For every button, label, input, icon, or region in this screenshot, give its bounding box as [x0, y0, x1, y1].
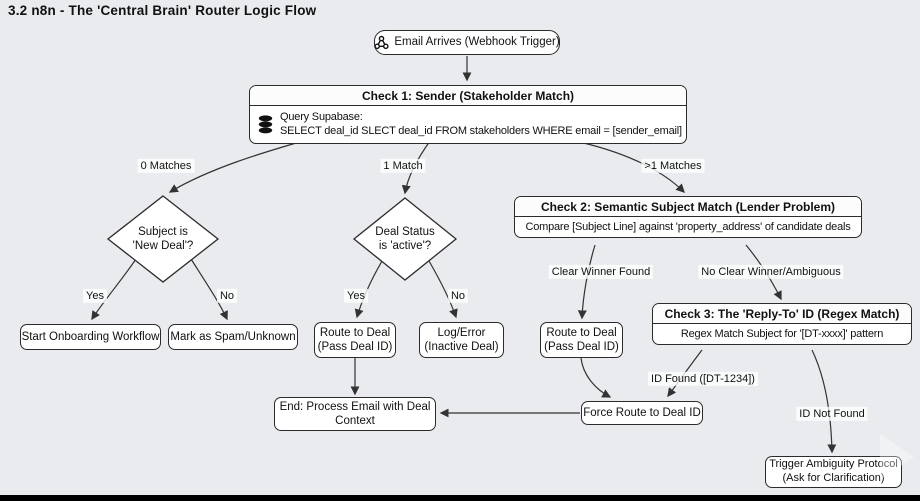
edge-check2-route — [577, 244, 596, 320]
node-route-to-deal-right: Route to Deal (Pass Deal ID) — [540, 322, 623, 358]
edge-check1-check2 — [574, 140, 685, 193]
edge-subject-no — [190, 258, 228, 321]
node-label: (Ask for Clarification) — [782, 472, 885, 484]
node-label: Trigger Ambiguity Protocol — [769, 458, 898, 471]
node-label: Start Onboarding Workflow — [21, 330, 160, 343]
decision-text: Deal Status — [375, 225, 435, 238]
edge-label-yes-left: Yes — [83, 288, 107, 304]
check1-title: Check 1: Sender (Stakeholder Match) — [250, 86, 686, 106]
node-subject-decision: Subject is 'New Deal'? — [106, 195, 220, 283]
edge-check3-ambiguity — [811, 349, 837, 454]
check3-body: Regex Match Subject for '[DT-xxxx]' patt… — [680, 328, 884, 340]
decision-text: Subject is — [138, 225, 188, 238]
node-email-arrives: Email Arrives (Webhook Trigger) — [374, 30, 560, 55]
watermark-play-icon — [880, 434, 914, 480]
bottom-letterbox-bar — [0, 495, 920, 501]
edge-subject-yes — [91, 258, 137, 321]
node-label: Context — [335, 415, 375, 427]
node-start-onboarding: Start Onboarding Workflow — [20, 324, 161, 350]
node-mark-spam: Mark as Spam/Unknown — [168, 324, 298, 350]
node-end-process: End: Process Email with Deal Context — [274, 397, 436, 431]
decision-text: is 'active'? — [378, 240, 432, 252]
check1-body-line1: Query Supabase: — [280, 111, 363, 123]
edge-label-multi-matches: >1 Matches — [641, 158, 705, 174]
edge-label-id-not-found: ID Not Found — [796, 406, 868, 422]
node-label: Route to Deal — [546, 326, 617, 339]
edge-check1-subject — [168, 140, 304, 193]
node-label: Log/Error — [437, 326, 486, 339]
edge-label-clear-winner: Clear Winner Found — [548, 264, 654, 280]
node-label: Route to Deal — [319, 326, 391, 339]
edge-label-id-found: ID Found ([DT-1234]) — [648, 371, 758, 387]
edge-label-no-clear-winner: No Clear Winner/Ambiguous — [698, 264, 844, 280]
edge-label-no-mid: No — [447, 288, 469, 304]
check1-body-line2: SELECT deal_id SLECT deal_id FROM stakeh… — [280, 125, 682, 138]
node-check2: Check 2: Semantic Subject Match (Lender … — [514, 196, 862, 238]
node-label: Mark as Spam/Unknown — [170, 330, 296, 343]
node-force-route: Force Route to Deal ID — [581, 401, 703, 425]
node-label: Force Route to Deal ID — [583, 406, 701, 419]
node-label: End: Process Email with Deal — [279, 400, 431, 413]
edge-route-force — [580, 357, 612, 398]
database-icon — [258, 115, 273, 134]
edge-status-no — [428, 260, 458, 319]
check2-body: Compare [Subject Line] against 'property… — [525, 221, 851, 233]
node-status-decision: Deal Status is 'active'? — [352, 197, 458, 281]
edge-label-zero-matches: 0 Matches — [137, 158, 195, 174]
edge-label-yes-mid: Yes — [344, 288, 368, 304]
webhook-icon — [374, 35, 389, 50]
node-check3: Check 3: The 'Reply-To' ID (Regex Match)… — [652, 303, 912, 345]
check3-title: Check 3: The 'Reply-To' ID (Regex Match) — [653, 304, 911, 324]
decision-text: 'New Deal'? — [132, 240, 194, 252]
node-label: (Pass Deal ID) — [317, 341, 393, 353]
node-label: Email Arrives (Webhook Trigger) — [394, 36, 560, 49]
edge-label-no-left: No — [216, 288, 238, 304]
node-label: (Inactive Deal) — [424, 341, 499, 353]
edge-label-one-match: 1 Match — [380, 158, 426, 174]
node-route-to-deal-mid: Route to Deal (Pass Deal ID) — [314, 322, 396, 358]
check2-title: Check 2: Semantic Subject Match (Lender … — [515, 197, 861, 217]
page-title: 3.2 n8n - The 'Central Brain' Router Log… — [8, 3, 317, 18]
node-trigger-ambiguity: Trigger Ambiguity Protocol (Ask for Clar… — [765, 456, 902, 488]
node-log-error: Log/Error (Inactive Deal) — [419, 322, 504, 358]
node-label: (Pass Deal ID) — [544, 341, 619, 353]
node-check1: Check 1: Sender (Stakeholder Match) Quer… — [249, 85, 687, 144]
